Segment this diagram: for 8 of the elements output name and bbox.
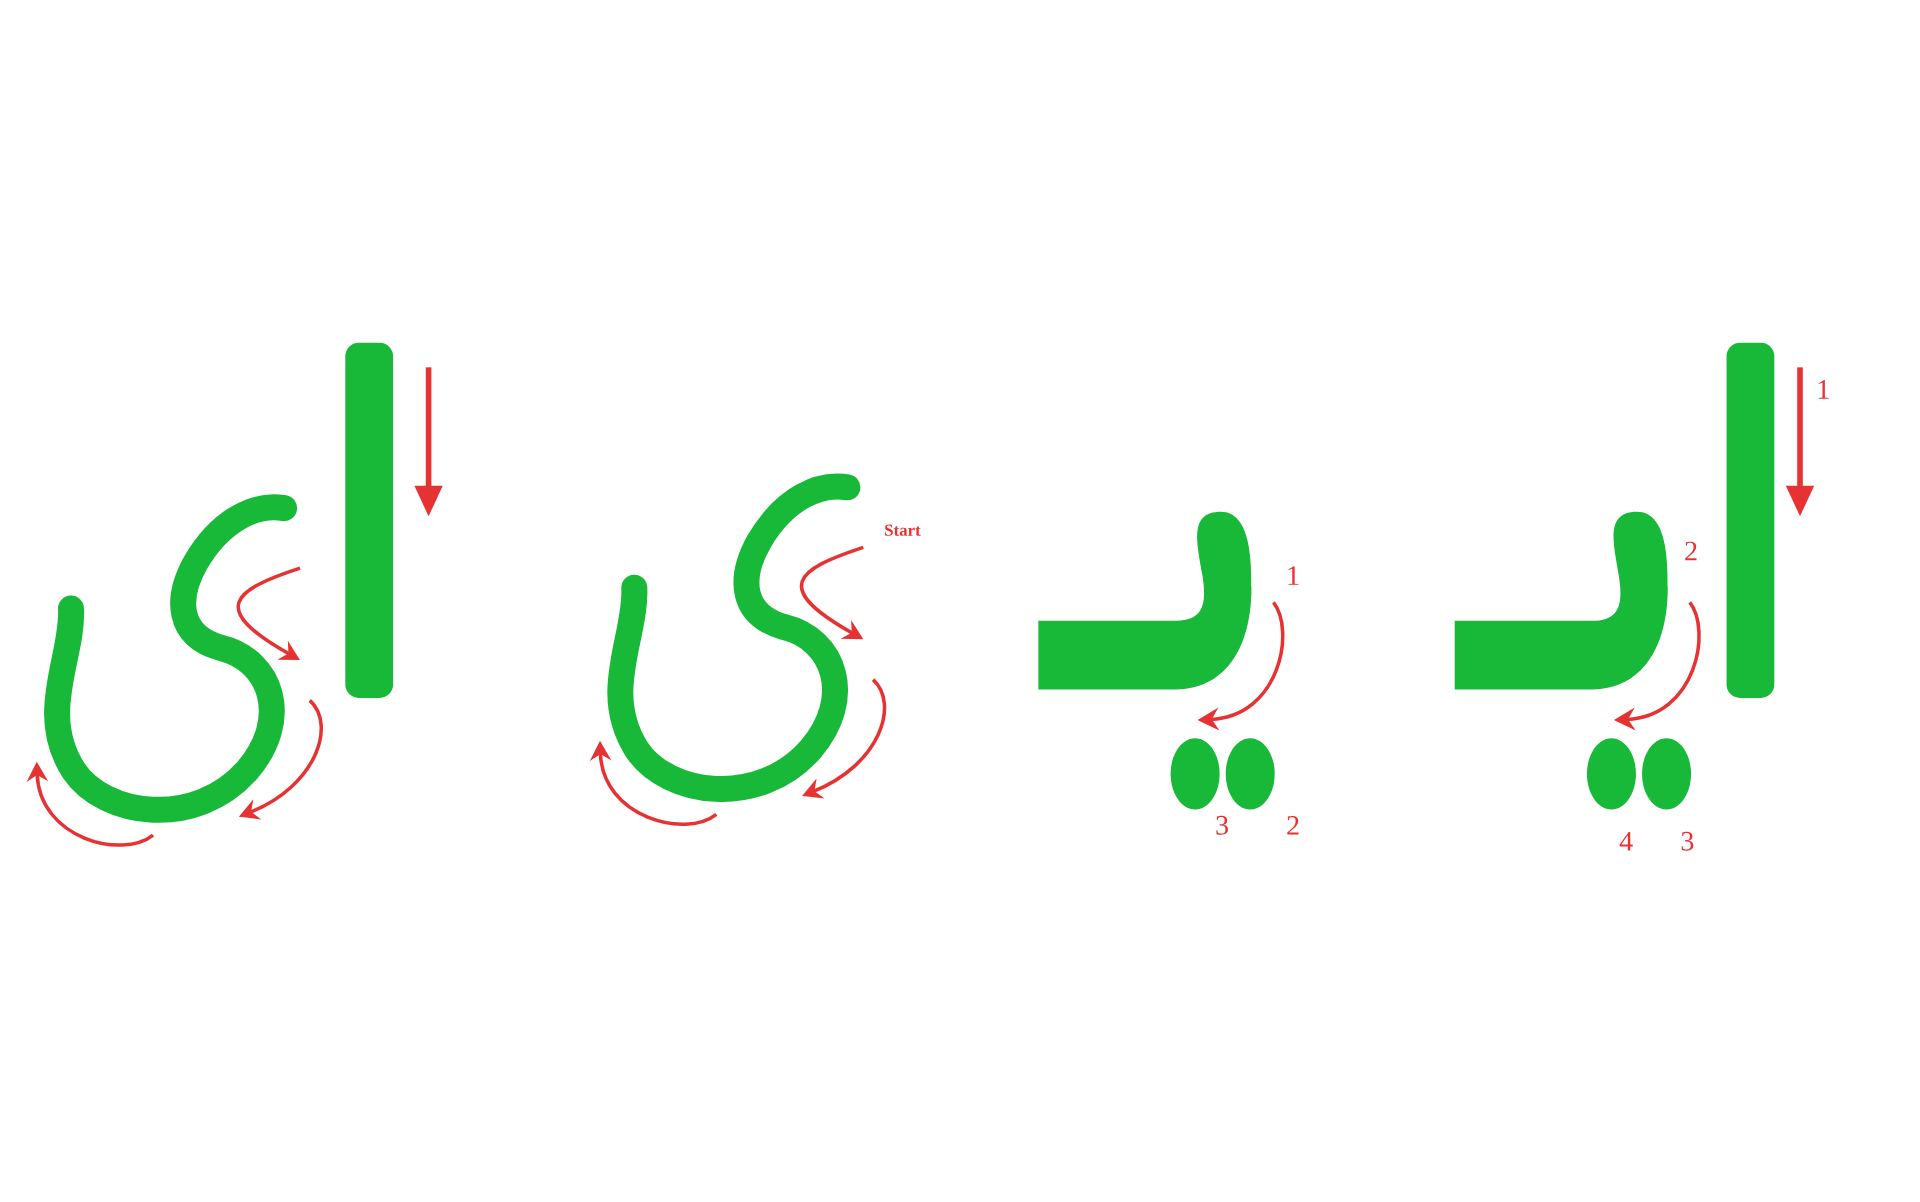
stroke-number: 3 <box>1216 815 1228 835</box>
stroke-number: 3 <box>1681 831 1694 851</box>
stroke-number: 2 <box>1287 815 1299 835</box>
stroke-number: 2 <box>1685 541 1697 561</box>
stroke-number: 4 <box>1619 831 1633 851</box>
stroke-number: Start <box>885 524 921 536</box>
stroke-number: 1 <box>1288 566 1299 585</box>
stroke-number: 1 <box>1818 379 1829 399</box>
